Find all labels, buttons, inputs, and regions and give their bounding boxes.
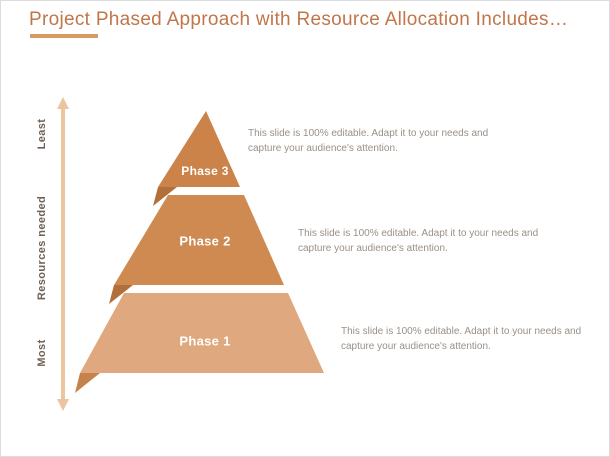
phase-3-description: This slide is 100% editable. Adapt it to… <box>248 128 489 154</box>
phase-2-label: Phase 2 <box>179 233 231 249</box>
phase-1-label: Phase 1 <box>179 333 231 349</box>
pyramid-level-1-shape <box>80 293 324 373</box>
phase-2-description: This slide is 100% editable. Adapt it to… <box>298 228 539 254</box>
phase-2-fold <box>109 285 133 304</box>
pyramid-level-2-shape <box>114 195 284 285</box>
axis-label-most: Most <box>36 339 48 367</box>
slide-title: Project Phased Approach with Resource Al… <box>29 9 569 30</box>
title-underline-accent <box>30 34 98 38</box>
pyramid-level-3-shape <box>158 111 240 187</box>
axis-label-least: Least <box>36 118 48 150</box>
phase-1-fold <box>75 373 100 393</box>
axis-label-resources-needed: Resources needed <box>36 195 48 301</box>
phase-1-description: This slide is 100% editable. Adapt it to… <box>341 326 582 352</box>
axis-arrow-down-icon <box>57 399 69 411</box>
phase-3-label: Phase 3 <box>181 164 229 178</box>
axis-arrow-up-icon <box>57 97 69 109</box>
phase-3-fold <box>153 187 177 206</box>
